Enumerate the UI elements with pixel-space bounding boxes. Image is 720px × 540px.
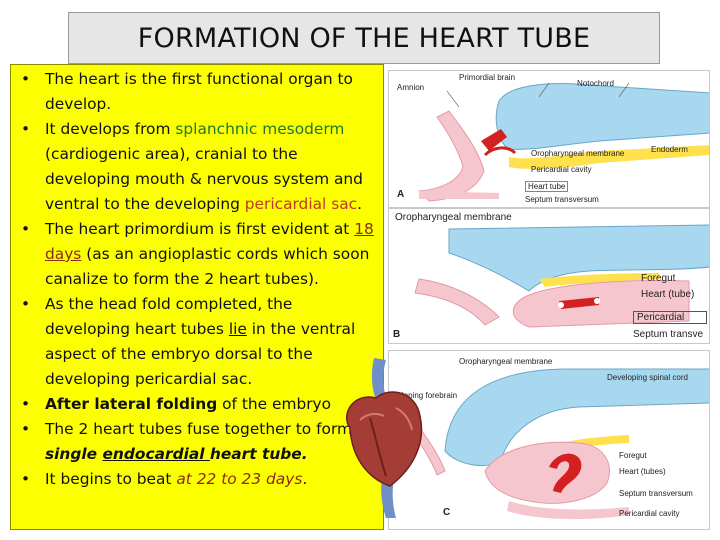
- figure-c-drawing: [412, 368, 709, 520]
- label-pericardial-cavity-c: Pericardial cavity: [619, 509, 680, 518]
- term-lie: lie: [228, 320, 247, 338]
- figure-a-drawing: [417, 82, 709, 202]
- label-pericardial-b: Pericardial: [633, 311, 707, 324]
- bullet-dot: •: [21, 120, 31, 138]
- label-foregut-c: Foregut: [619, 451, 647, 460]
- term-18-days: 18 days: [45, 220, 374, 263]
- bullet-list: •The heart is the first functional organ…: [11, 65, 383, 492]
- label-septum-transversum: Septum transversum: [525, 195, 599, 204]
- heart-illustration: [345, 358, 423, 518]
- bullet-item: •After lateral folding of the embryo: [11, 392, 377, 417]
- bullet-dot: •: [21, 295, 31, 313]
- label-primordial-brain: Primordial brain: [459, 73, 516, 82]
- label-heart-tube-b: Heart (tube): [641, 289, 695, 300]
- title-box: FORMATION OF THE HEART TUBE: [68, 12, 660, 64]
- label-oropharyngeal-membrane-c: Oropharyngeal membrane: [459, 357, 553, 366]
- figure-b-drawing: [414, 224, 709, 328]
- bullet-panel: •The heart is the first functional organ…: [10, 64, 384, 530]
- bullet-dot: •: [21, 395, 31, 413]
- label-pericardial-cavity: Pericardial cavity: [531, 165, 592, 174]
- bullet-item: •It begins to beat at 22 to 23 days.: [11, 467, 377, 492]
- bullet-item: •The 2 heart tubes fuse together to form…: [11, 417, 377, 467]
- figure-b: Oropharyngeal membrane Foregut Heart (tu…: [388, 208, 710, 344]
- slide-title: FORMATION OF THE HEART TUBE: [137, 22, 591, 54]
- label-oropharyngeal-membrane: Oropharyngeal membrane: [531, 149, 625, 158]
- term-lateral-folding: After lateral folding: [45, 395, 218, 413]
- figure-b-tag: B: [393, 329, 401, 340]
- label-developing-spinal-cord: Developing spinal cord: [607, 373, 688, 382]
- bullet-dot: •: [21, 220, 31, 238]
- bullet-item: •It develops from splanchnic mesoderm (c…: [11, 117, 377, 217]
- figure-a-tag: A: [397, 189, 405, 200]
- bullet-dot: •: [21, 420, 31, 438]
- label-foregut: Foregut: [641, 273, 676, 284]
- label-septum-transversum-c: Septum transversum: [619, 489, 693, 498]
- term-splanchnic-mesoderm: splanchnic mesoderm: [175, 120, 345, 138]
- bullet-item: •The heart primordium is first evident a…: [11, 217, 377, 292]
- figure-c: Oropharyngeal membrane Developing spinal…: [388, 350, 710, 530]
- label-heart-tube: Heart tube: [525, 181, 569, 192]
- label-developing-forebrain: eveloping forebrain: [389, 391, 458, 400]
- label-oropharyngeal-membrane-b: Oropharyngeal membrane: [395, 212, 512, 223]
- figure-c-tag: C: [443, 507, 451, 518]
- label-heart-tubes-c: Heart (tubes): [619, 467, 666, 476]
- bullet-item: •As the head fold completed, the develop…: [11, 292, 377, 392]
- figure-a: Primordial brain Notochord Amnion Endode…: [388, 70, 710, 208]
- term-22-to-23-days: at 22 to 23 days: [176, 470, 303, 488]
- bullet-item: •The heart is the first functional organ…: [11, 67, 377, 117]
- term-endocardial: endocardial: [102, 445, 210, 463]
- label-notochord: Notochord: [577, 79, 614, 88]
- label-septum-transversum-b: Septum transve: [633, 329, 704, 340]
- label-amnion: Amnion: [397, 83, 425, 92]
- bullet-dot: •: [21, 70, 31, 88]
- label-endoderm: Endoderm: [651, 145, 688, 154]
- term-pericardial-sac: pericardial sac: [244, 195, 358, 213]
- bullet-dot: •: [21, 470, 31, 488]
